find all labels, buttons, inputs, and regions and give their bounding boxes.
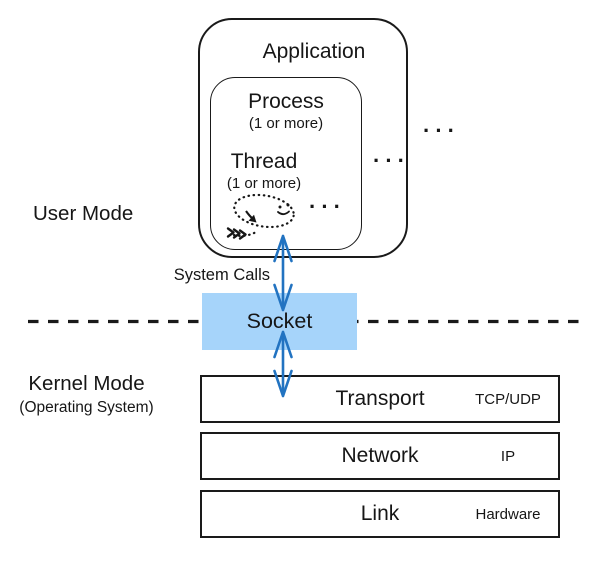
process-box: Process (1 or more) Thread (1 or more) bbox=[210, 77, 362, 250]
chevron-trail-icon bbox=[226, 227, 247, 240]
thread-doodle-icon bbox=[226, 193, 295, 240]
link-layer-box: Link Hardware bbox=[200, 490, 560, 538]
thread-block: Thread (1 or more) bbox=[211, 150, 361, 192]
application-box: Application Process (1 or more) Thread (… bbox=[198, 18, 408, 258]
more-applications-ellipsis: ··· bbox=[423, 118, 460, 143]
link-label: Link bbox=[360, 502, 400, 525]
system-calls-label: System Calls bbox=[173, 266, 270, 284]
transport-layer-box: Transport TCP/UDP bbox=[200, 375, 560, 423]
operating-system-label: (Operating System) bbox=[19, 399, 154, 416]
transport-label: Transport bbox=[335, 387, 425, 410]
doodle-smiley-face bbox=[277, 203, 290, 216]
link-protocol-label: Hardware bbox=[475, 505, 541, 523]
socket-box: Socket bbox=[202, 293, 357, 350]
process-count-note: (1 or more) bbox=[248, 115, 324, 132]
more-processes-ellipsis: ··· bbox=[373, 148, 410, 173]
thread-label: Thread bbox=[230, 150, 298, 173]
process-label: Process bbox=[248, 90, 324, 113]
doodle-arrow-icon bbox=[245, 210, 257, 223]
thread-count-note: (1 or more) bbox=[226, 175, 302, 192]
kernel-mode-block: Kernel Mode (Operating System) bbox=[5, 372, 168, 417]
transport-protocol-label: TCP/UDP bbox=[475, 390, 541, 408]
user-mode-label: User Mode bbox=[33, 202, 134, 225]
more-threads-ellipsis: ··· bbox=[309, 194, 346, 219]
network-layer-box: Network IP bbox=[200, 432, 560, 480]
kernel-mode-label: Kernel Mode bbox=[28, 372, 145, 395]
network-protocol-label: IP bbox=[500, 447, 516, 465]
application-label: Application bbox=[262, 40, 366, 63]
network-label: Network bbox=[341, 444, 419, 467]
socket-label: Socket bbox=[246, 309, 313, 333]
